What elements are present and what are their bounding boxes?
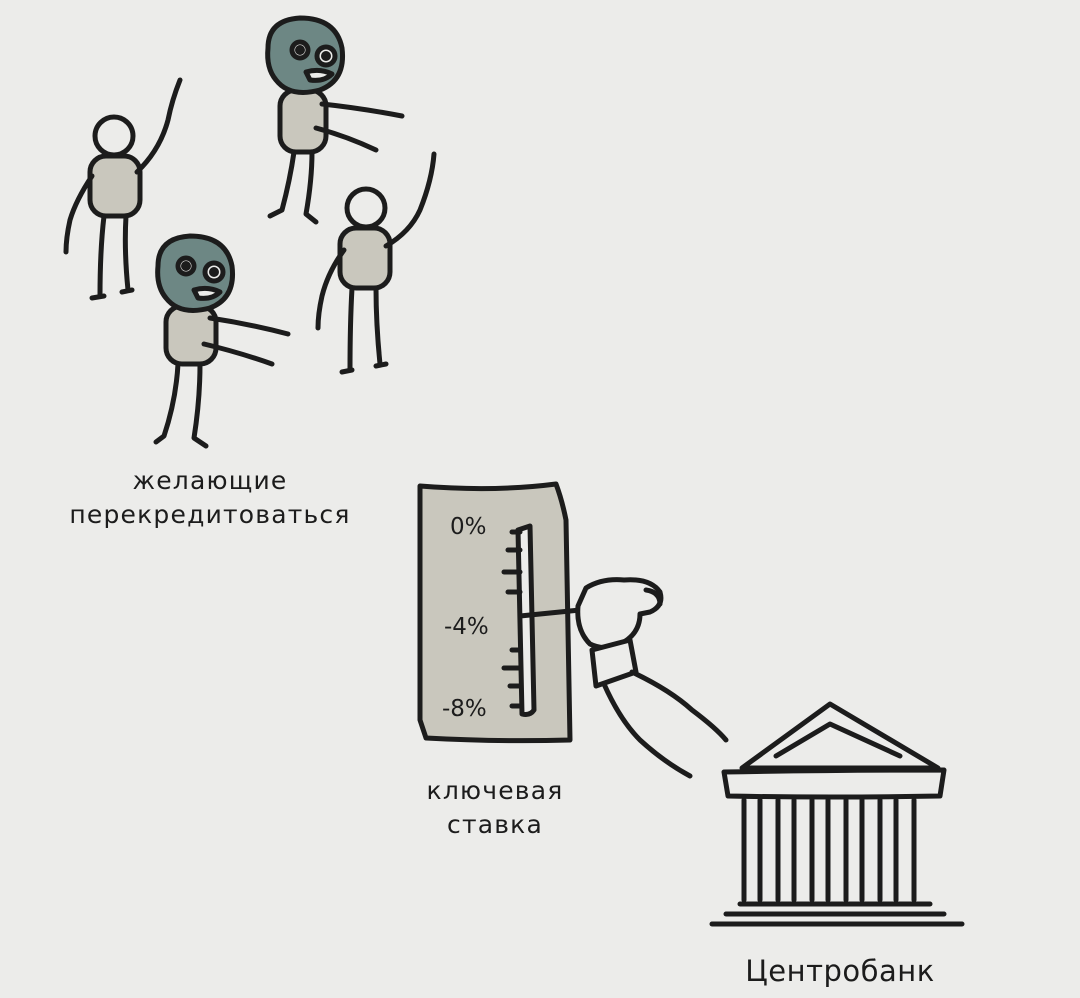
gauge-tick-0: 0%: [450, 514, 487, 540]
borrowers-caption: желающие перекредитоваться: [20, 464, 400, 532]
key-rate-caption-line1: ключевая: [426, 776, 564, 805]
key-rate-caption-line2: ставка: [447, 810, 543, 839]
zombie-figure-2: [153, 233, 291, 449]
person-figure-2: [315, 151, 437, 375]
key-rate-caption: ключевая ставка: [385, 774, 605, 842]
gauge-tick-2: -8%: [442, 696, 487, 722]
zombie-figure-1: [265, 15, 405, 225]
key-rate-gauge: [417, 481, 583, 744]
gauge-indicator-lever: [517, 607, 583, 619]
bank-building: [709, 701, 965, 927]
central-bank-caption: Центробанк: [745, 954, 935, 988]
borrowers-caption-line1: желающие: [132, 466, 288, 495]
person-figure-1: [63, 77, 183, 301]
gauge-tick-1: -4%: [444, 614, 489, 640]
hand-figure: [575, 577, 729, 779]
borrowers-caption-line2: перекредитоваться: [69, 500, 351, 529]
